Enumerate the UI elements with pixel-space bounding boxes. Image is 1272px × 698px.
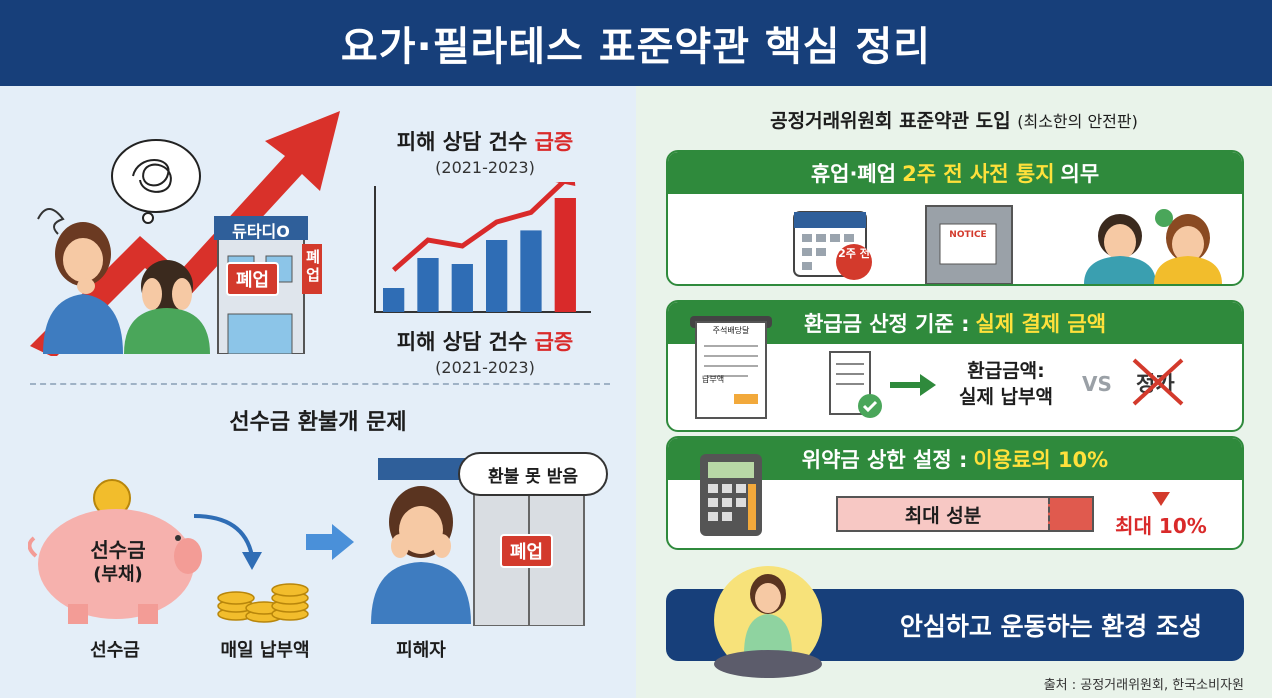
trend-line: [391, 182, 567, 272]
calendar-badge: 2주 전: [838, 247, 870, 260]
checked-receipt-icon: [829, 351, 882, 418]
right-panel: 공정거래위원회 표준약관 도입 (최소한의 안전판) 휴업·폐업 2주 전 사전…: [636, 86, 1272, 698]
closed-sign-store: 폐업: [500, 534, 554, 568]
curved-arrow-icon: [193, 514, 262, 570]
notice-door-icon: [925, 205, 1013, 284]
calculator-icon: [700, 454, 762, 536]
penalty-bar-max-segment: [1048, 498, 1092, 530]
penalty-bar-label: 최대 성분: [904, 504, 982, 527]
chart-bar: [520, 230, 542, 312]
header-banner: 요가·필라테스 표준약관 핵심 정리: [0, 0, 1272, 86]
victim-woman-icon: [371, 486, 471, 624]
max-penalty-label: 최대 10%: [1115, 514, 1207, 538]
right-arrow-icon: [306, 524, 354, 560]
chart-bar: [417, 258, 439, 312]
trend-arrow-icon: [30, 111, 340, 356]
chart-title: 피해 상담 건수 급증: [396, 130, 574, 154]
chart-subtitle: (2021-2023): [435, 158, 535, 177]
notice-panel-header: 휴업·폐업 2주 전 사전 통지 의무: [668, 152, 1242, 194]
label-prepaid: 선수금: [90, 640, 140, 661]
thought-bubble-icon: [111, 139, 201, 224]
receipt-icon: [690, 316, 772, 419]
trend-arrowhead: [555, 182, 576, 186]
conclusion-text: 안심하고 운동하는 환경 조성: [899, 612, 1202, 641]
chart-title-repeat: 피해 상담 건수 급증: [396, 330, 574, 354]
piggy-label: 선수금: [90, 538, 146, 562]
receipt-footer: 납부액: [702, 375, 725, 384]
distressed-man-icon: [124, 260, 210, 354]
notice-text: NOTICE: [949, 230, 987, 240]
closed-sign: 폐업: [226, 262, 280, 296]
calendar-icon: [793, 211, 872, 280]
red-x-icon: [1132, 358, 1184, 406]
consultation-bar-chart: [374, 182, 591, 313]
chart-bar: [554, 198, 576, 312]
source-note: 출처 : 공정거래위원회, 한국소비자원: [1043, 678, 1244, 693]
page-title: 요가·필라테스 표준약관 핵심 정리: [340, 24, 932, 70]
refund-text-line1: 환급금액:: [967, 360, 1045, 382]
coin-stacks-icon: [217, 583, 309, 623]
closed-sign-vertical: 폐업: [306, 248, 320, 284]
left-panel: 듀타디O 폐업 폐업 피해 상담 건수 급증 (2021-2023) 피해 상담…: [0, 86, 636, 698]
section-divider: [30, 383, 610, 385]
down-triangle-icon: [1152, 492, 1170, 506]
speech-bubble: 환불 못 받음: [458, 452, 608, 496]
chart-bar: [383, 288, 405, 312]
meditating-woman-icon: [714, 566, 822, 678]
piggy-label-sub: (부채): [93, 564, 143, 585]
piggy-bank-icon: [28, 479, 202, 624]
penalty-bar: 최대 성분: [836, 496, 1094, 532]
happy-people-icon: [1084, 209, 1222, 284]
green-arrow-icon: [890, 374, 936, 396]
right-title: 공정거래위원회 표준약관 도입 (최소한의 안전판): [770, 110, 1138, 132]
section-title: 선수금 환불개 문제: [229, 410, 407, 435]
notice-panel: 휴업·폐업 2주 전 사전 통지 의무 2주 전 NOTICE: [666, 150, 1244, 286]
chart-bar: [486, 240, 508, 312]
penalty-panel: 위약금 상한 설정 : 이용료의 10%: [666, 436, 1244, 550]
label-daily-payment: 매일 납부액: [220, 640, 310, 661]
speech-text: 환불 못 받음: [487, 466, 579, 487]
label-victim: 피해자: [396, 640, 446, 661]
chart-bar: [451, 264, 473, 312]
chart-axis: [374, 186, 591, 313]
studio-sign: 듀타디O: [232, 222, 290, 241]
vs-label: VS: [1082, 372, 1112, 396]
receipt-label: 주석배당달: [712, 326, 750, 335]
refund-text-line2: 실제 납부액: [958, 386, 1053, 408]
worried-woman-icon: [37, 208, 123, 354]
chart-subtitle-repeat: (2021-2023): [435, 358, 535, 377]
penalty-panel-header: 위약금 상한 설정 : 이용료의 10%: [668, 438, 1242, 480]
